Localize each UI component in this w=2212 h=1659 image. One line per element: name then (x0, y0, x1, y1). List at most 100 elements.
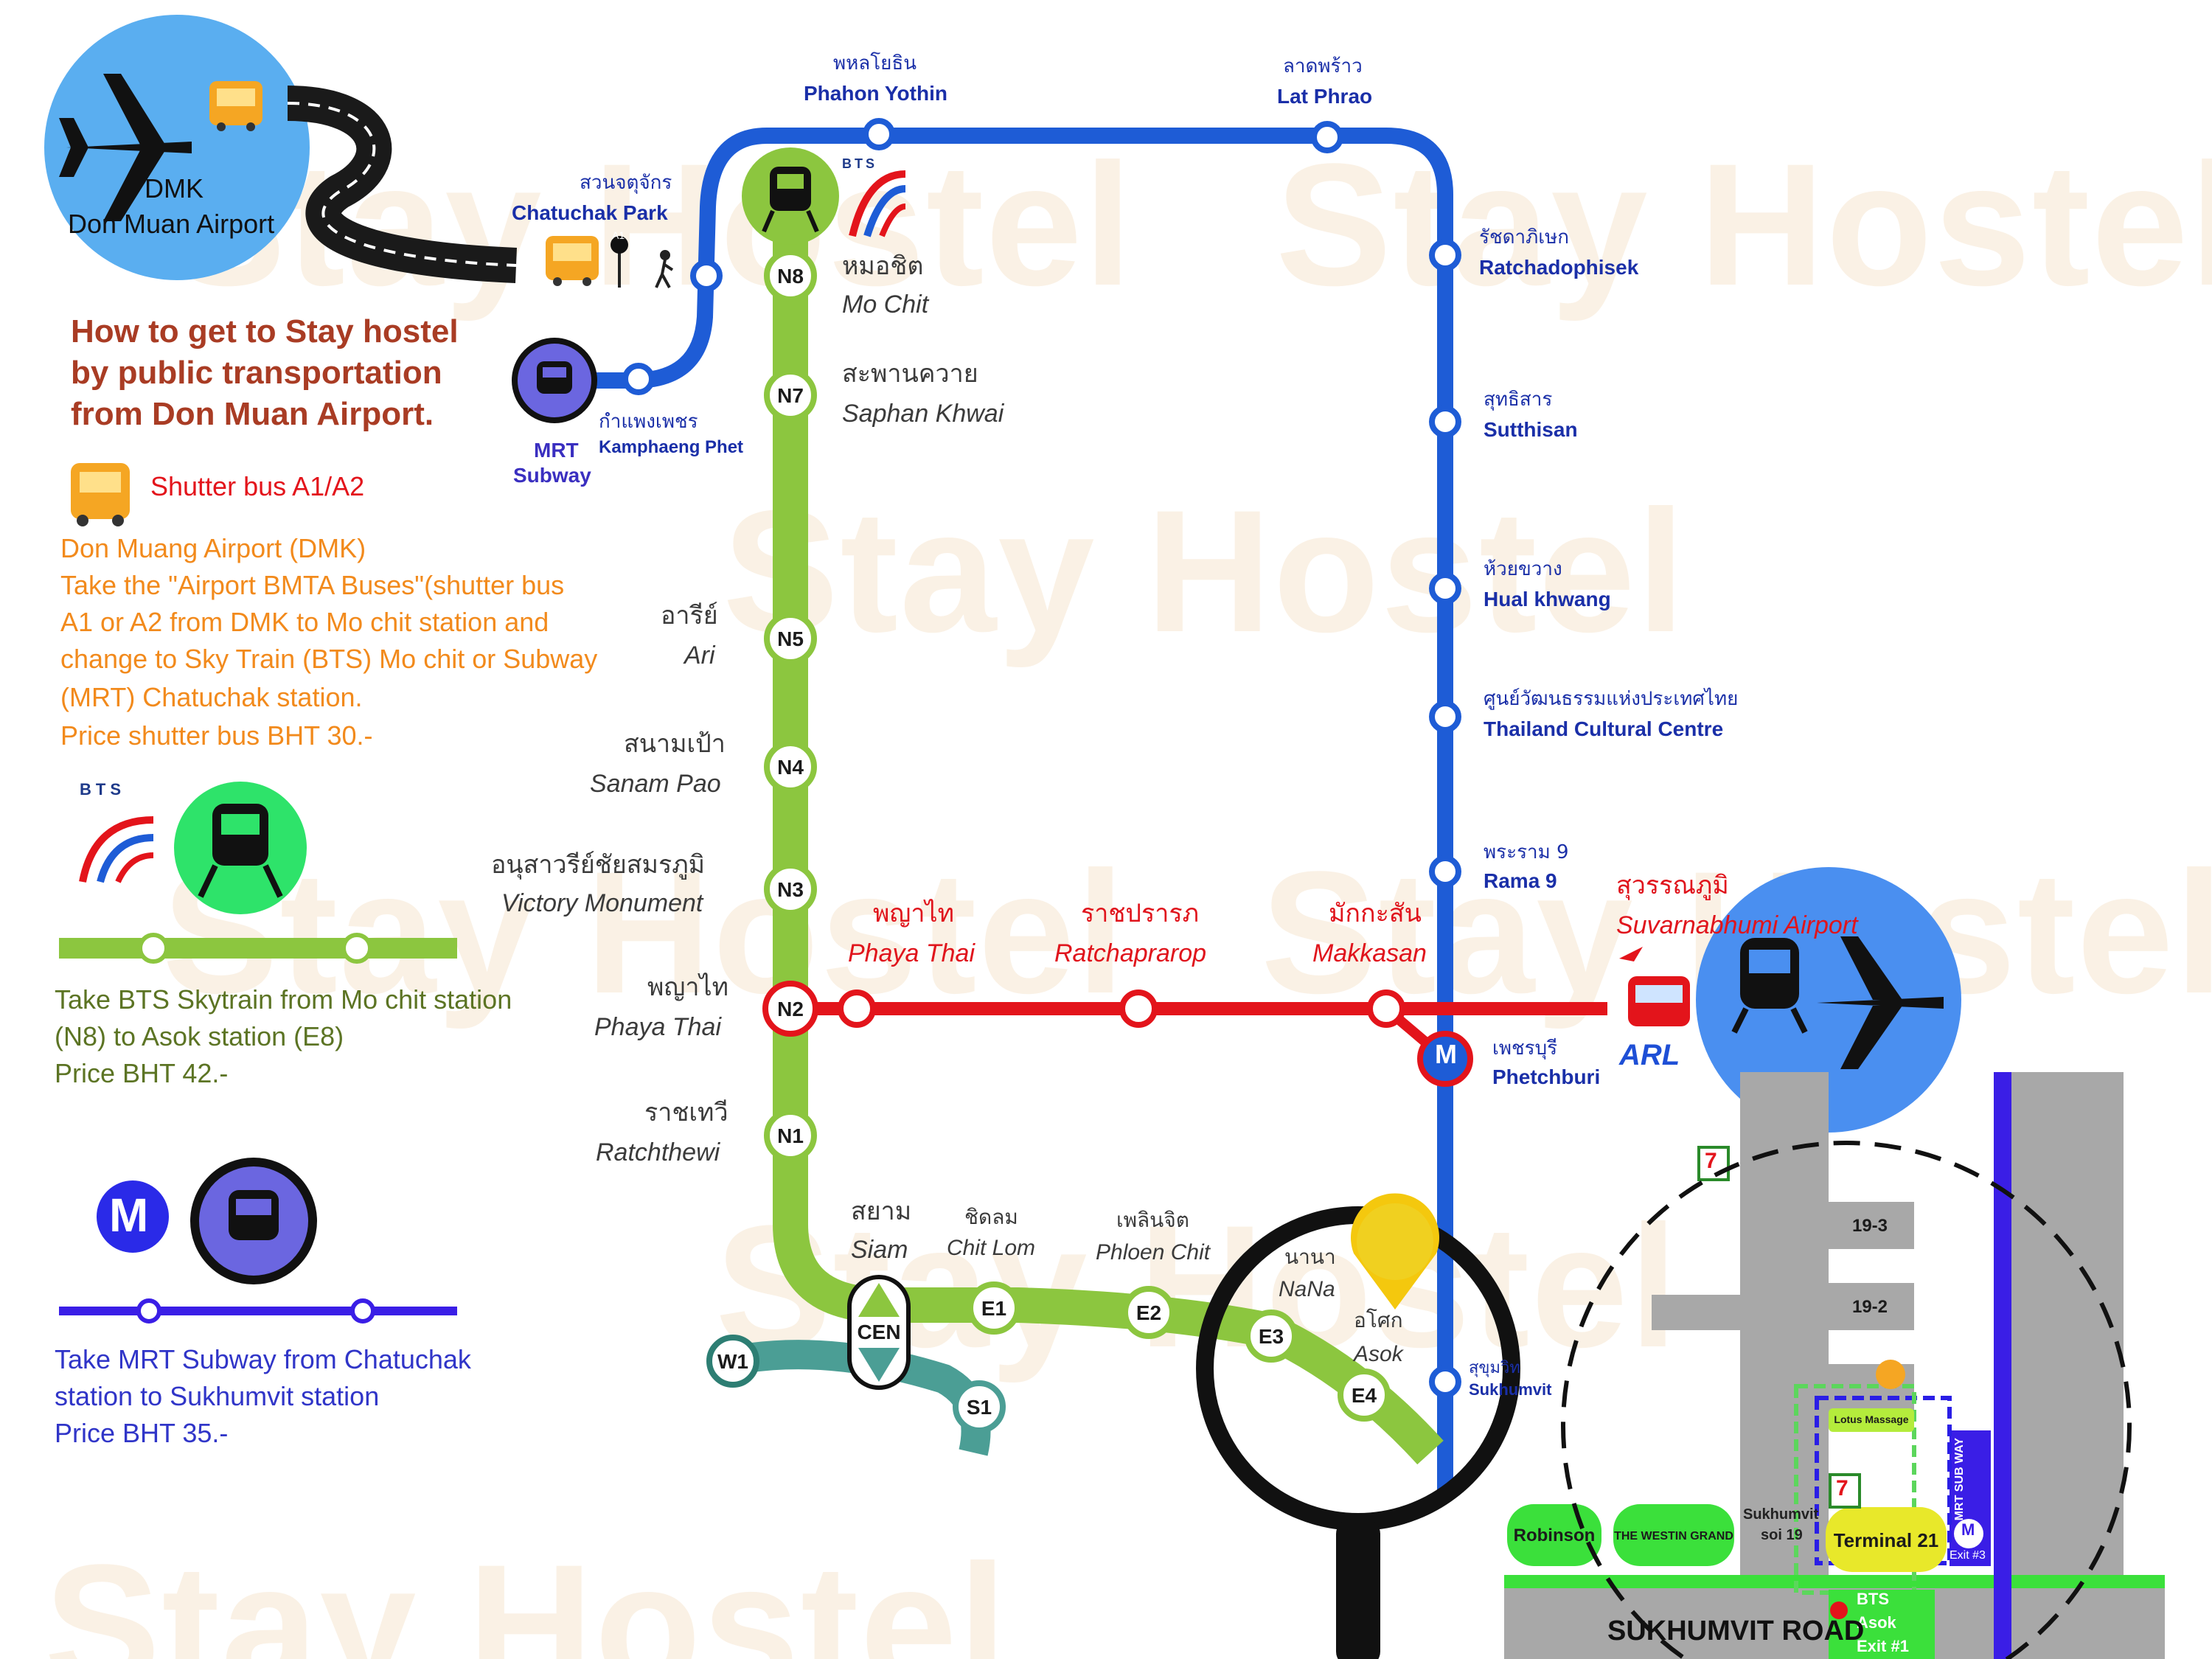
station-n4[interactable] (764, 740, 817, 793)
arl-train-icon (1619, 947, 1690, 1026)
station-en: Phetchburi (1492, 1065, 1601, 1088)
shutter-bus-legend-icon (71, 463, 130, 526)
station-dot-rama9[interactable] (1429, 855, 1461, 888)
station-th: พญาไท (647, 973, 728, 1003)
station-th: อารีย์ (661, 602, 718, 631)
station-th: สะพานควาย (842, 360, 978, 389)
station-en: Phaya Thai (848, 939, 975, 967)
station-th: ศูนย์วัฒนธรรมแห่งประเทศไทย (1484, 689, 1739, 711)
station-en: Ratchthewi (596, 1138, 720, 1166)
station-w1[interactable] (706, 1335, 759, 1388)
bus-text-line: change to Sky Train (BTS) Mo chit or Sub… (60, 644, 598, 674)
station-en: Phahon Yothin (804, 81, 947, 105)
station-th: มักกะสัน (1329, 900, 1422, 929)
station-dot-sukhumvit[interactable] (1429, 1366, 1461, 1398)
station-n8[interactable] (764, 249, 817, 302)
station-en: Sanam Pao (590, 770, 721, 798)
airport-train-icon (1731, 938, 1808, 1034)
phetchburi-m-text: M (1435, 1040, 1457, 1069)
phetchburi-mrt-icon (1417, 1031, 1473, 1087)
station-th: ชิดลม (964, 1206, 1018, 1230)
dmk-code: DMK (145, 174, 204, 204)
code-n5: N5 (777, 627, 804, 650)
station-en: Mo Chit (842, 291, 929, 319)
station-th: สวนจตุจักร (580, 173, 672, 195)
mrt-legend-logo (92, 1176, 173, 1257)
cen-up-arrow-icon (858, 1283, 900, 1317)
bts-text-line: Price BHT 42.- (55, 1059, 229, 1088)
station-th: สุวรรณภูมิ (1616, 872, 1729, 901)
code-cen: CEN (857, 1320, 901, 1343)
bts-asok-exit: Asok (1857, 1615, 1896, 1632)
station-en: Saphan Khwai (842, 400, 1004, 428)
title-line: How to get to Stay hostel (71, 313, 459, 349)
station-s1[interactable] (953, 1380, 1006, 1433)
station-en: Sutthisan (1484, 417, 1578, 441)
plane-icon (1817, 936, 1944, 1069)
station-dot-chatuchak[interactable] (690, 260, 723, 292)
bts-logo-text: BTS (80, 782, 125, 799)
station-n5[interactable] (764, 612, 817, 665)
bus-icon (209, 81, 262, 131)
station-th: ราชปรารภ (1081, 900, 1200, 929)
station-en: Chatuchak Park (512, 201, 668, 224)
bts-logo-text: BTS (842, 156, 877, 171)
road-graphic (287, 86, 518, 283)
bus-stop-sign-icon (611, 236, 628, 288)
mrt-label: Subway (513, 463, 591, 487)
station-th: นานา (1284, 1246, 1336, 1270)
station-n1[interactable] (764, 1109, 817, 1162)
station-dot-phahon-yothin[interactable] (863, 118, 895, 150)
station-dot-makkasan[interactable] (1367, 990, 1405, 1028)
street-19-2: 19-2 (1851, 1296, 1888, 1317)
station-th: กำแพงเพชร (599, 411, 698, 434)
station-en: Siam (851, 1236, 908, 1264)
station-dot-hual-khwang[interactable] (1429, 572, 1461, 605)
station-en: Chit Lom (947, 1236, 1036, 1261)
station-dot-arl-phaya-thai[interactable] (838, 990, 876, 1028)
station-cen[interactable] (847, 1275, 911, 1390)
station-n3[interactable] (764, 863, 817, 916)
station-th: พระราม 9 (1484, 842, 1569, 864)
station-n2[interactable] (762, 981, 818, 1037)
mrt-text-line: Price BHT 35.- (55, 1419, 229, 1448)
area-mrt-m: M (1961, 1522, 1975, 1540)
mrt-exit: Exit #3 (1950, 1548, 1986, 1562)
westin-grand: THE WESTIN GRAND (1614, 1528, 1733, 1542)
station-en: Suvarnabhumi Airport (1616, 911, 1858, 939)
station-e4[interactable] (1338, 1368, 1391, 1422)
soi-19-label: Sukhumvit (1743, 1507, 1819, 1523)
station-e1[interactable] (967, 1281, 1020, 1335)
mrt-logo-text: M (109, 1189, 149, 1242)
station-en: Rama 9 (1484, 869, 1557, 892)
code-n2: N2 (777, 997, 804, 1020)
code-e4: E4 (1351, 1383, 1377, 1407)
station-en: Ratchaprarop (1054, 939, 1207, 967)
station-dot-ratchadaphisek[interactable] (1429, 239, 1461, 271)
station-n7[interactable] (764, 369, 817, 422)
station-en: NaNa (1279, 1277, 1335, 1302)
station-en: Lat Phrao (1277, 84, 1373, 108)
station-e3[interactable] (1245, 1310, 1298, 1363)
bts-asok-exit: BTS (1857, 1591, 1889, 1609)
station-en: Asok (1354, 1342, 1403, 1367)
title-line: by public transportation (71, 354, 442, 391)
bts-text-line: Take BTS Skytrain from Mo chit station (55, 985, 512, 1015)
plane-icon (59, 74, 192, 221)
bus-text-line: A1 or A2 from DMK to Mo chit station and (60, 608, 549, 637)
location-pin-icon (1351, 1193, 1439, 1310)
cen-down-arrow-icon (858, 1348, 900, 1382)
station-dot-cultural[interactable] (1429, 700, 1461, 733)
watermark: Stay Hostel (162, 836, 1127, 1031)
station-e2[interactable] (1122, 1286, 1175, 1339)
station-dot-ratchaprarop[interactable] (1119, 990, 1158, 1028)
station-dot-lat-phrao[interactable] (1311, 121, 1343, 153)
bus-stop-code: A1 (612, 232, 625, 242)
station-dot-sutthisan[interactable] (1429, 406, 1461, 438)
station-dot-kamphaeng[interactable] (622, 363, 655, 395)
station-th: ห้วยขวาง (1484, 559, 1562, 581)
bus-text-line: Take the "Airport BMTA Buses"(shutter bu… (60, 571, 565, 600)
station-th: หมอชิต (842, 252, 924, 282)
